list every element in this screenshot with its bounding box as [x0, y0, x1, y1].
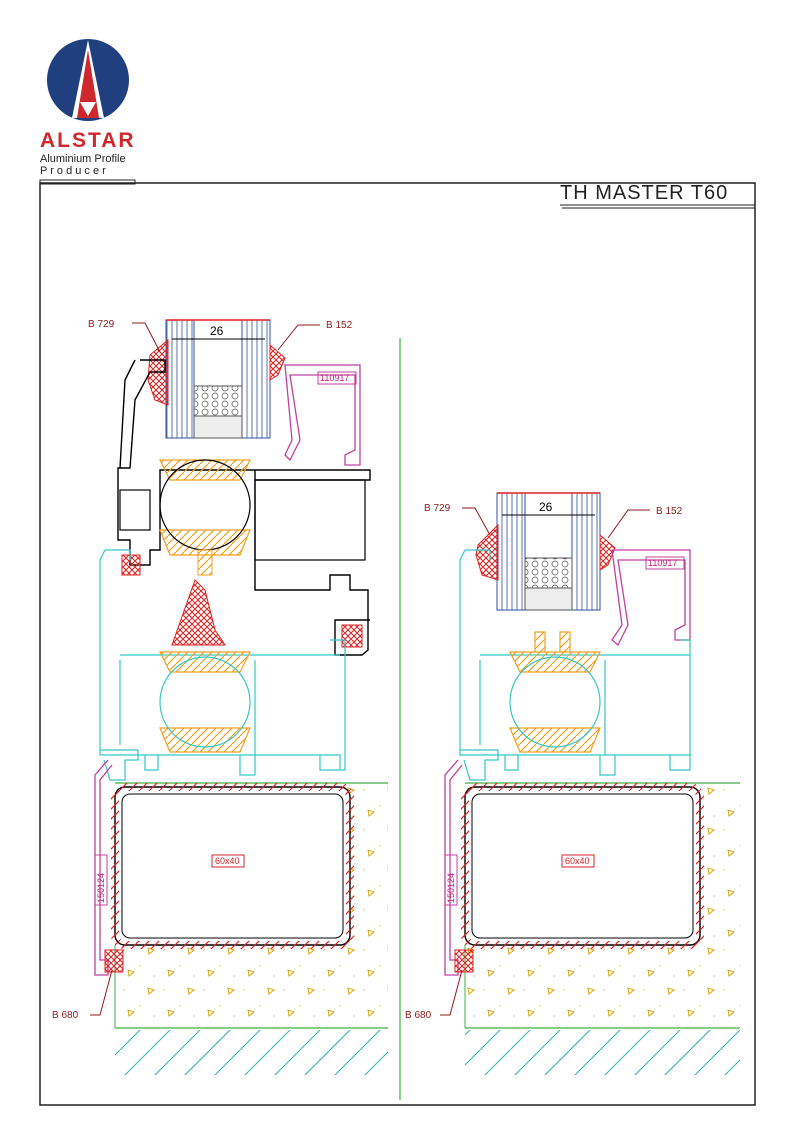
glazing-bead-label: 110917	[648, 558, 677, 568]
label-b152: B 152	[326, 320, 353, 331]
leader-b729	[132, 322, 161, 353]
glazing-bead-tag-box	[645, 556, 685, 570]
label-b680: B 680	[405, 1010, 432, 1021]
cover-profile-150124	[94, 759, 113, 976]
center-gasket	[171, 579, 226, 646]
gasket-b680	[104, 949, 124, 973]
sheet-border	[39, 182, 756, 1106]
drawing-title: TH MASTER T60	[560, 182, 728, 204]
gasket-b729	[475, 523, 499, 581]
label-b729: B 729	[88, 319, 115, 330]
thermal-break-upper	[159, 459, 251, 556]
steel-tube	[464, 786, 701, 946]
cover-profile-label: 150124	[96, 873, 106, 903]
tube-label: 60x40	[215, 856, 240, 866]
glass-dimension: 26	[210, 324, 224, 338]
leader-b729	[462, 507, 491, 536]
logo-tagline-2: P r o d u c e r	[40, 165, 106, 177]
gasket-b152	[599, 533, 616, 571]
tube-label: 60x40	[565, 856, 590, 866]
alstar-logo: ALSTAR Aluminium Profile P r o d u c e r	[40, 39, 136, 177]
glass-unit: 26	[496, 492, 601, 611]
cover-profile-150124	[444, 759, 463, 976]
label-b729: B 729	[424, 503, 451, 514]
label-b680: B 680	[52, 1010, 79, 1021]
logo-brand: ALSTAR	[40, 129, 136, 152]
title-underline	[560, 204, 755, 209]
leader-b680	[90, 969, 113, 1016]
frame-gaskets	[121, 554, 363, 648]
glazing-bead-profile	[284, 364, 361, 466]
glass-unit: 26	[165, 319, 271, 439]
ground-hatch	[115, 1030, 388, 1075]
leader-b680	[440, 969, 463, 1016]
label-b152: B 152	[656, 506, 683, 517]
steel-tube	[114, 786, 351, 946]
thermal-break	[509, 631, 601, 753]
right-section-detail: 26 B 729 B 152 110917 60x40 150124 B 680	[405, 492, 740, 1075]
glazing-bead-label: 110917	[320, 373, 349, 383]
gasket-b152	[269, 343, 286, 381]
thermal-break-lower	[159, 651, 251, 753]
gasket-b680	[454, 949, 474, 973]
ground-hatch	[465, 1030, 740, 1075]
glazing-bead-tag-box	[317, 371, 357, 385]
cover-profile-label: 150124	[446, 873, 456, 903]
logo-tagline-1: Aluminium Profile	[40, 153, 126, 165]
glass-dimension: 26	[539, 500, 553, 514]
leader-b152	[607, 509, 650, 539]
tube-tag-box	[561, 854, 595, 868]
leader-b152	[277, 324, 320, 351]
left-section-detail: 26 B 729 B 152 110917 60x40	[52, 319, 388, 1075]
tube-tag-box	[211, 854, 245, 868]
